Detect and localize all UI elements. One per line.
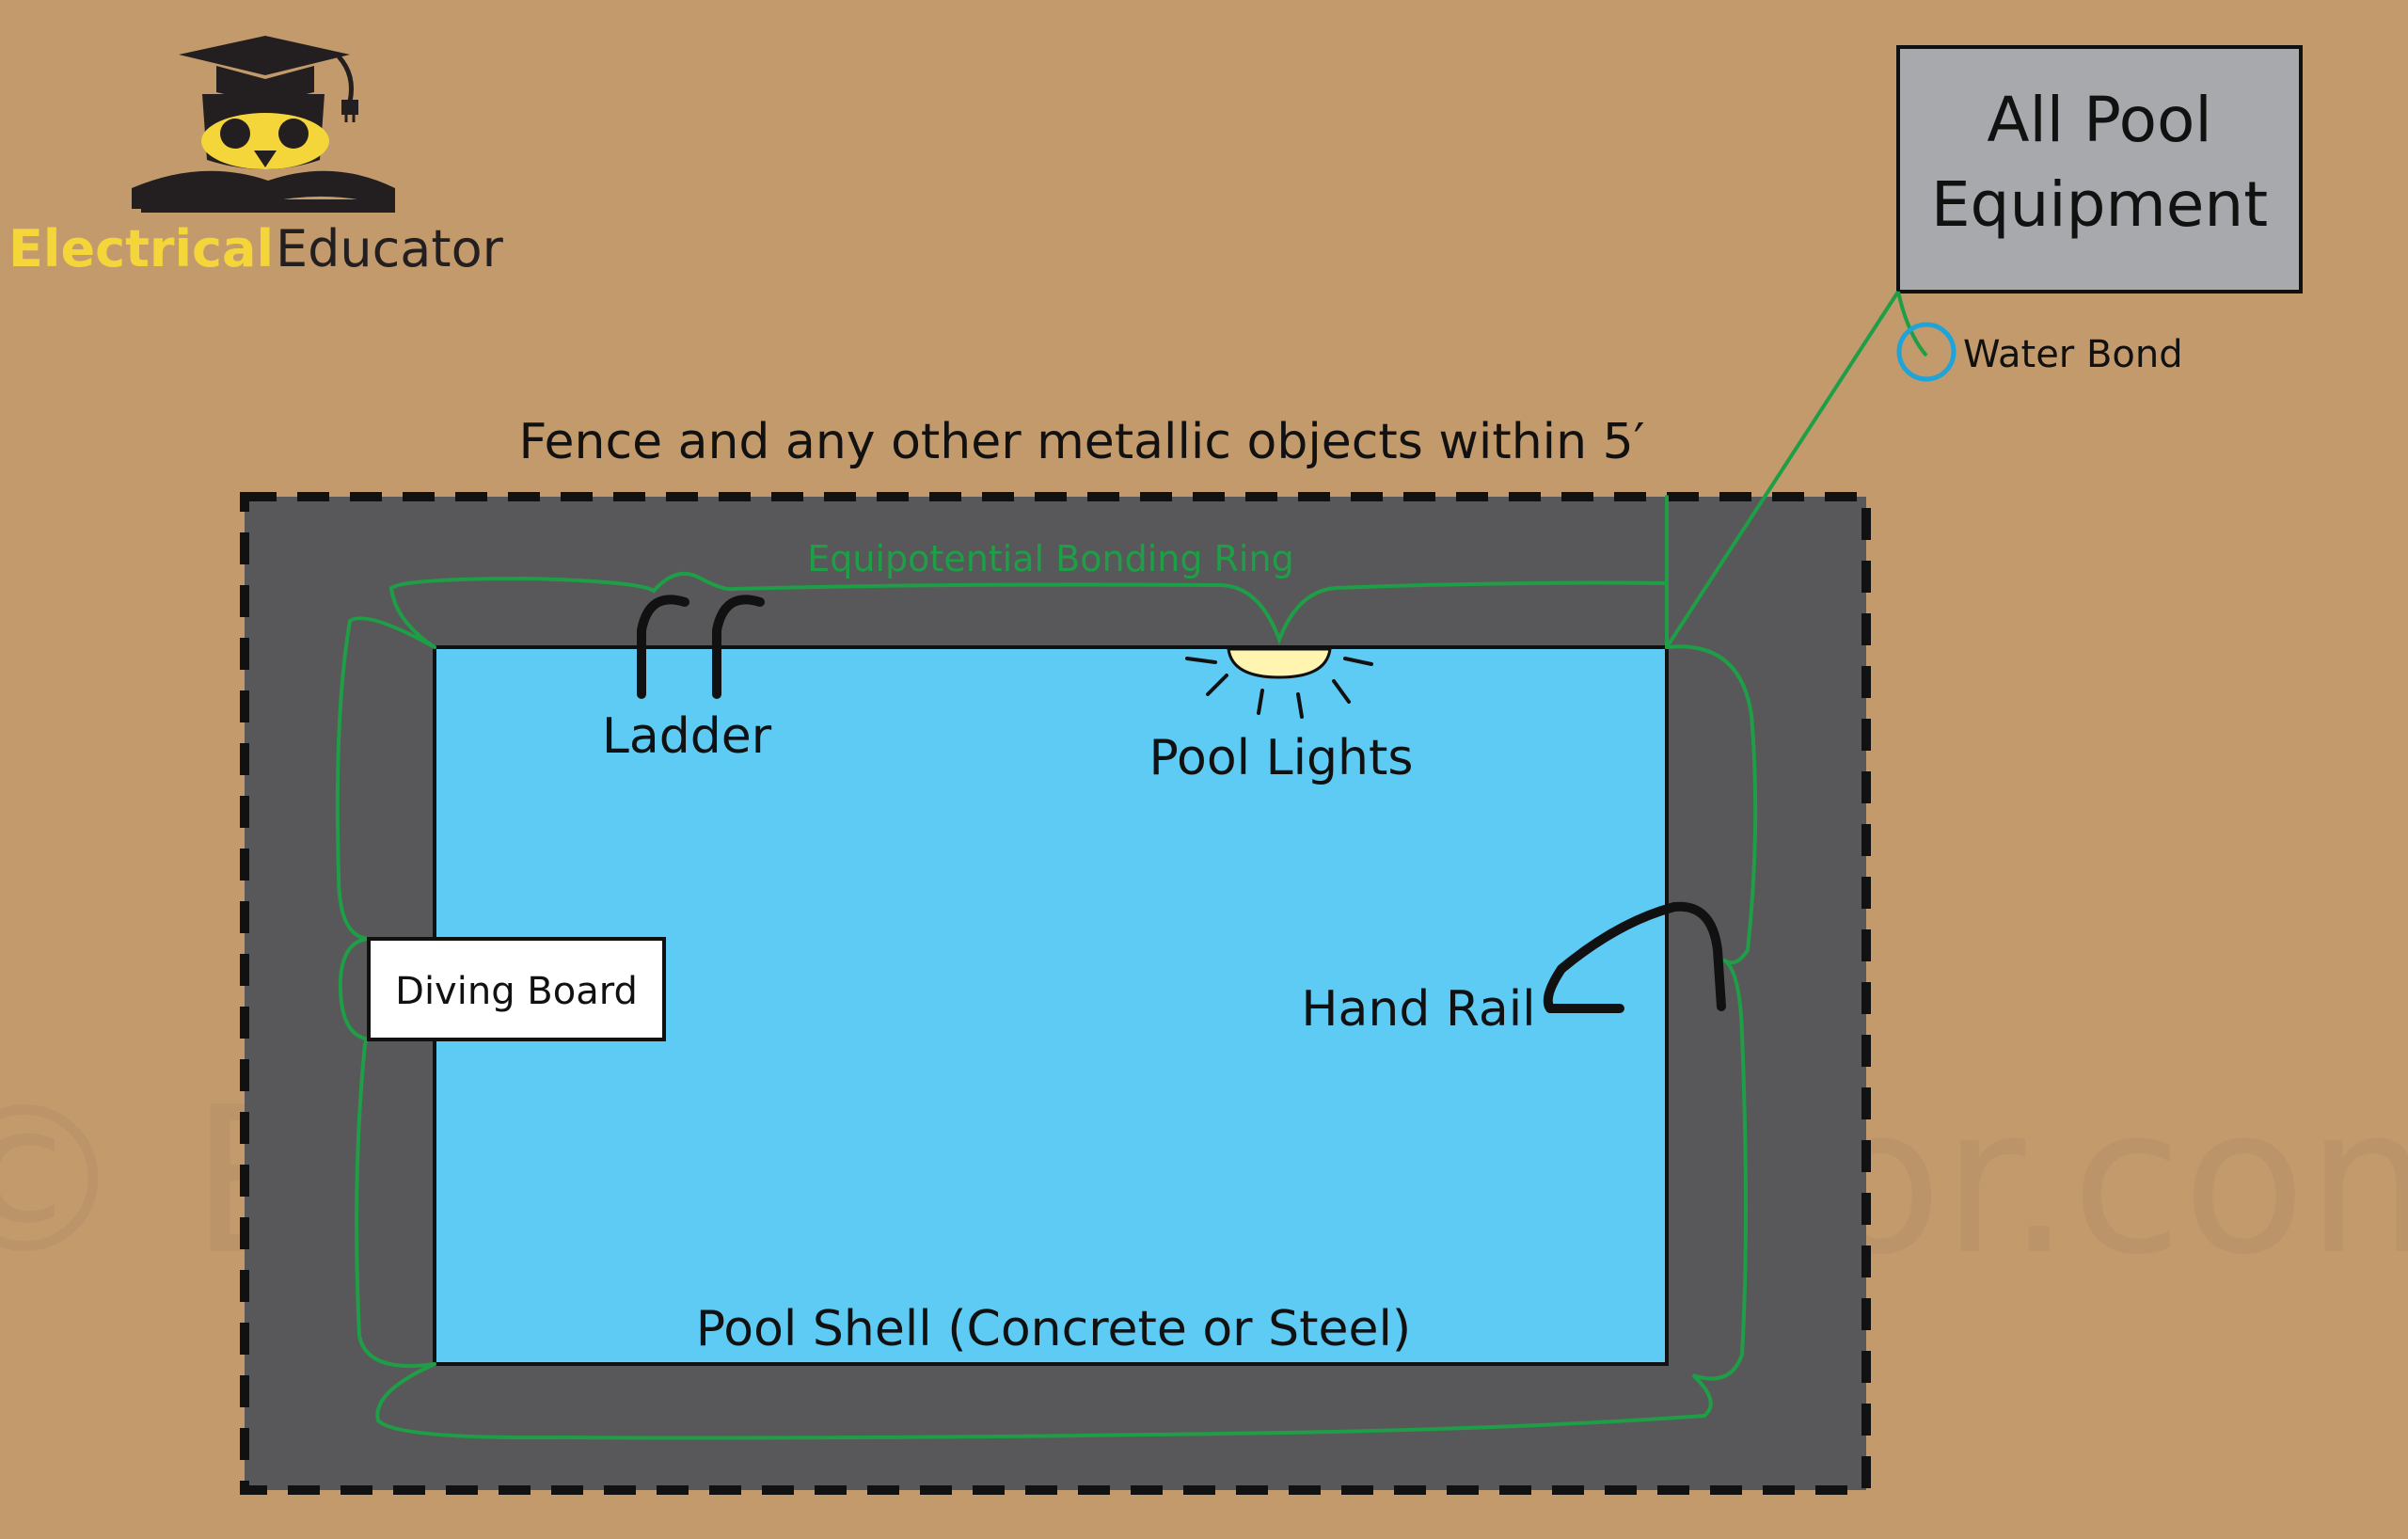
equipotential-bonding-ring (335, 495, 1758, 1440)
hand-rail-label: Hand Rail (1301, 981, 1535, 1038)
ladder-icon (637, 595, 765, 699)
equipment-box (1896, 45, 2303, 294)
pool-lights-label: Pool Lights (1149, 730, 1414, 786)
diving-board-label: Diving Board (395, 970, 638, 1013)
owl-logo-icon (132, 36, 395, 213)
bonding-ring-label: Equipotential Bonding Ring (807, 538, 1293, 579)
hand-rail-icon (1543, 901, 1726, 1013)
logo: Electrical Educator (8, 36, 504, 278)
water-bond-icon (1896, 322, 1956, 382)
logo-brand-bold: Electrical (8, 219, 274, 278)
pool-light-icon (1185, 647, 1373, 719)
equipment-bond-wire (1665, 290, 1900, 649)
water-bond-label: Water Bond (1963, 333, 2183, 376)
logo-brand-light: Educator (276, 219, 504, 278)
equipment-box-line2: Equipment (1931, 168, 2268, 241)
fence-boundary (240, 492, 1871, 1495)
equipment-box-line1: All Pool (1987, 84, 2211, 156)
fence-label: Fence and any other metallic objects wit… (518, 414, 1644, 470)
ladder-label: Ladder (602, 708, 772, 765)
pool-shell-label: Pool Shell (Concrete or Steel) (696, 1301, 1411, 1357)
diving-board (367, 937, 666, 1041)
